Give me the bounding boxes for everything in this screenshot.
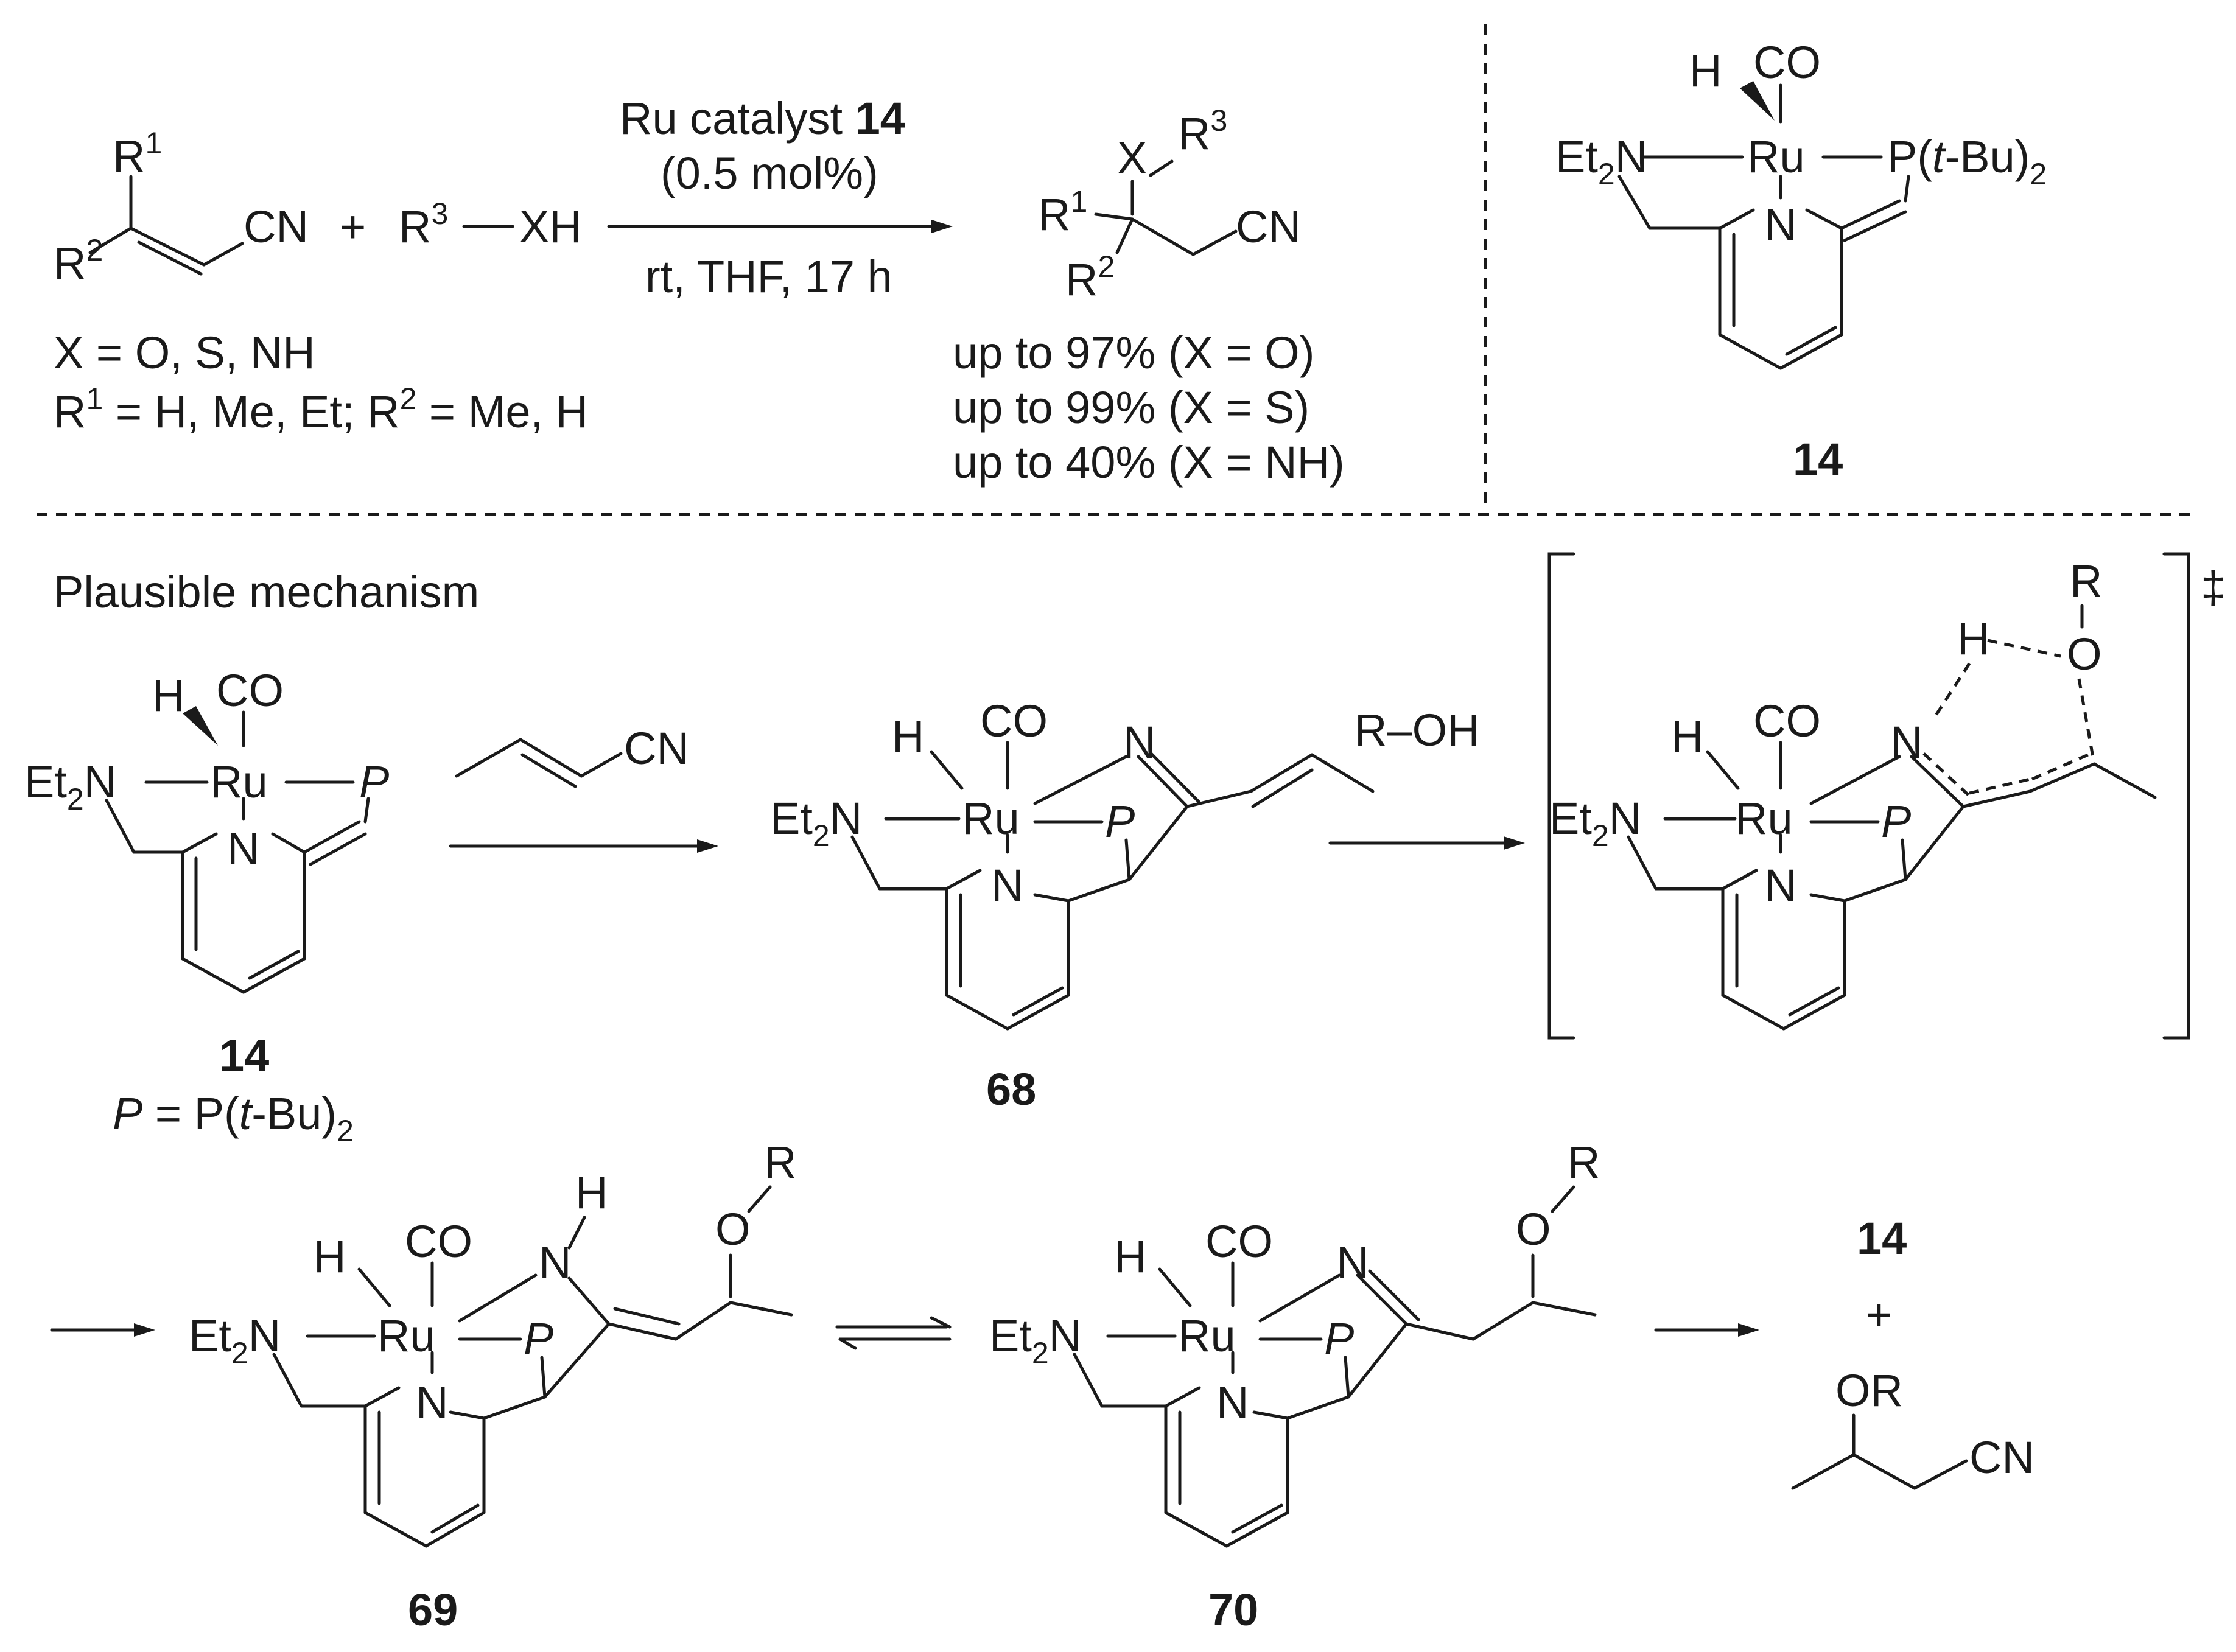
- svg-text:Ru: Ru: [1178, 1311, 1236, 1361]
- svg-text:H: H: [1671, 711, 1703, 761]
- alcohol-reagent: R–OH: [1355, 705, 1480, 755]
- svg-text:CO: CO: [1753, 696, 1821, 746]
- svg-text:CN: CN: [624, 723, 689, 774]
- svg-text:OR: OR: [1835, 1365, 1903, 1416]
- svg-text:Ru: Ru: [377, 1311, 435, 1361]
- crotononitrile: CN: [455, 723, 689, 788]
- svg-text:X: X: [1117, 133, 1147, 183]
- beta-alkoxy-nitrile-product: OR CN: [1791, 1365, 2034, 1490]
- svg-text:N: N: [1764, 860, 1796, 911]
- svg-text:N: N: [227, 824, 259, 874]
- equilibrium-arrows: [835, 1316, 952, 1350]
- svg-text:R2: R2: [54, 233, 103, 289]
- svg-text:P: P: [1105, 796, 1135, 847]
- svg-text:P: P: [359, 757, 389, 807]
- svg-text:Et2N: Et2N: [770, 793, 862, 853]
- arrow-cat-to-68: [449, 839, 718, 853]
- regenerated-catalyst-label: 14: [1857, 1213, 1907, 1264]
- svg-text:‡: ‡: [2201, 562, 2226, 612]
- svg-text:H: H: [892, 711, 924, 761]
- intermediate-68: H CO Et2N Ru P N N: [770, 696, 1375, 1031]
- svg-text:H: H: [314, 1231, 346, 1282]
- svg-text:Et2N: Et2N: [24, 757, 116, 816]
- x-definition: X = O, S, NH: [54, 327, 315, 378]
- svg-text:CN: CN: [1969, 1432, 2034, 1483]
- products-plus-sign: +: [1866, 1289, 1892, 1340]
- svg-text:N: N: [1764, 200, 1796, 250]
- condition-loading: (0.5 mol%): [661, 148, 878, 198]
- svg-text:R1: R1: [1038, 184, 1087, 240]
- catalyst-14-structure: H CO Et2N Ru N P(t-Bu)2: [1555, 37, 2047, 370]
- svg-text:CO: CO: [1205, 1216, 1273, 1267]
- svg-text:N: N: [1890, 717, 1922, 768]
- svg-text:R3: R3: [1178, 103, 1227, 159]
- svg-text:H: H: [1689, 46, 1722, 96]
- condition-temperature-solvent-time: rt, THF, 17 h: [645, 251, 892, 302]
- svg-text:N: N: [991, 860, 1023, 911]
- reagent-r3xh: R3 XH: [399, 197, 582, 252]
- transition-state: ‡ R O H H CO Et2N Ru: [1547, 552, 2226, 1040]
- yield-nitrogen: up to 40% (X = NH): [953, 437, 1345, 488]
- svg-text:H: H: [1957, 614, 1989, 664]
- yield-oxygen: up to 97% (X = O): [953, 327, 1314, 378]
- p-definition: P = P(t-Bu)2: [113, 1088, 354, 1148]
- intermediate-69: H R O H CO Et2N Ru P N N: [189, 1137, 796, 1548]
- intermediate-70-label: 70: [1208, 1584, 1258, 1635]
- svg-text:Ru: Ru: [210, 757, 268, 807]
- svg-text:N: N: [539, 1237, 571, 1288]
- svg-text:R2: R2: [1065, 250, 1115, 305]
- svg-text:H: H: [1114, 1231, 1146, 1282]
- svg-text:N: N: [1216, 1377, 1249, 1428]
- svg-text:R: R: [1568, 1137, 1600, 1188]
- catalyst-14-label: 14: [1793, 434, 1843, 485]
- arrow-68-to-ts: [1328, 836, 1525, 850]
- substrate-acrylonitrile: R1 R2 CN: [54, 126, 309, 289]
- svg-text:XH: XH: [519, 201, 582, 252]
- product-structure: X R3 R1 R2 CN: [1038, 103, 1301, 305]
- intermediate-69-label: 69: [408, 1584, 458, 1635]
- svg-text:R3: R3: [399, 197, 448, 252]
- svg-text:H: H: [152, 670, 184, 721]
- svg-text:CN: CN: [244, 201, 309, 252]
- condition-catalyst: Ru catalyst 14: [620, 93, 905, 144]
- svg-text:CN: CN: [1236, 201, 1301, 252]
- svg-text:R: R: [2070, 556, 2102, 606]
- svg-text:R1: R1: [113, 126, 162, 181]
- svg-text:R: R: [764, 1137, 796, 1188]
- intermediate-68-label: 68: [986, 1064, 1036, 1115]
- svg-text:N: N: [1123, 717, 1155, 768]
- svg-text:Ru: Ru: [1735, 793, 1793, 844]
- svg-text:O: O: [1516, 1204, 1551, 1255]
- yield-sulfur: up to 99% (X = S): [953, 382, 1309, 433]
- arrow-70-to-products: [1654, 1323, 1759, 1337]
- svg-text:Ru: Ru: [962, 793, 1020, 844]
- svg-text:N: N: [416, 1377, 448, 1428]
- svg-text:Et2N: Et2N: [1549, 793, 1641, 853]
- svg-text:P: P: [1324, 1314, 1354, 1364]
- reaction-arrow: [607, 220, 953, 233]
- svg-text:CO: CO: [1753, 37, 1821, 88]
- svg-text:N: N: [1336, 1237, 1369, 1288]
- intermediate-70: R O H CO Et2N Ru P N N: [989, 1137, 1600, 1548]
- svg-text:Ru: Ru: [1747, 131, 1805, 182]
- svg-text:P: P: [524, 1314, 553, 1364]
- svg-text:Et2N: Et2N: [989, 1311, 1081, 1370]
- svg-text:Et2N: Et2N: [189, 1311, 281, 1370]
- r-definition: R1 = H, Me, Et; R2 = Me, H: [54, 382, 588, 437]
- svg-text:CO: CO: [216, 665, 284, 716]
- svg-text:P(t-Bu)2: P(t-Bu)2: [1887, 131, 2047, 191]
- svg-text:H: H: [575, 1167, 608, 1218]
- mechanism-catalyst-14-label: 14: [219, 1031, 269, 1081]
- mechanism-title: Plausible mechanism: [54, 567, 479, 617]
- svg-text:P: P: [1881, 796, 1911, 847]
- mechanism-catalyst-14: H CO Et2N Ru P N: [24, 665, 389, 994]
- svg-text:CO: CO: [980, 696, 1048, 746]
- svg-text:O: O: [715, 1204, 751, 1255]
- svg-text:Et2N: Et2N: [1555, 131, 1647, 191]
- plus-sign: +: [340, 201, 366, 252]
- arrow-ts-to-69: [50, 1323, 155, 1337]
- svg-text:CO: CO: [405, 1216, 472, 1267]
- svg-text:O: O: [2067, 629, 2102, 679]
